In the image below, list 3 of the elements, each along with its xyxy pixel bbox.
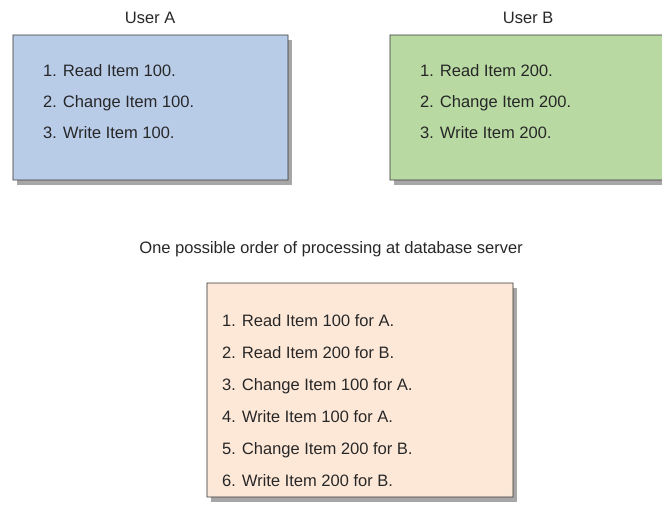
box-heading: One possible order of processing at database server — [140, 241, 522, 256]
box-heading: User A — [126, 12, 176, 24]
box-heading: User B — [504, 12, 552, 24]
